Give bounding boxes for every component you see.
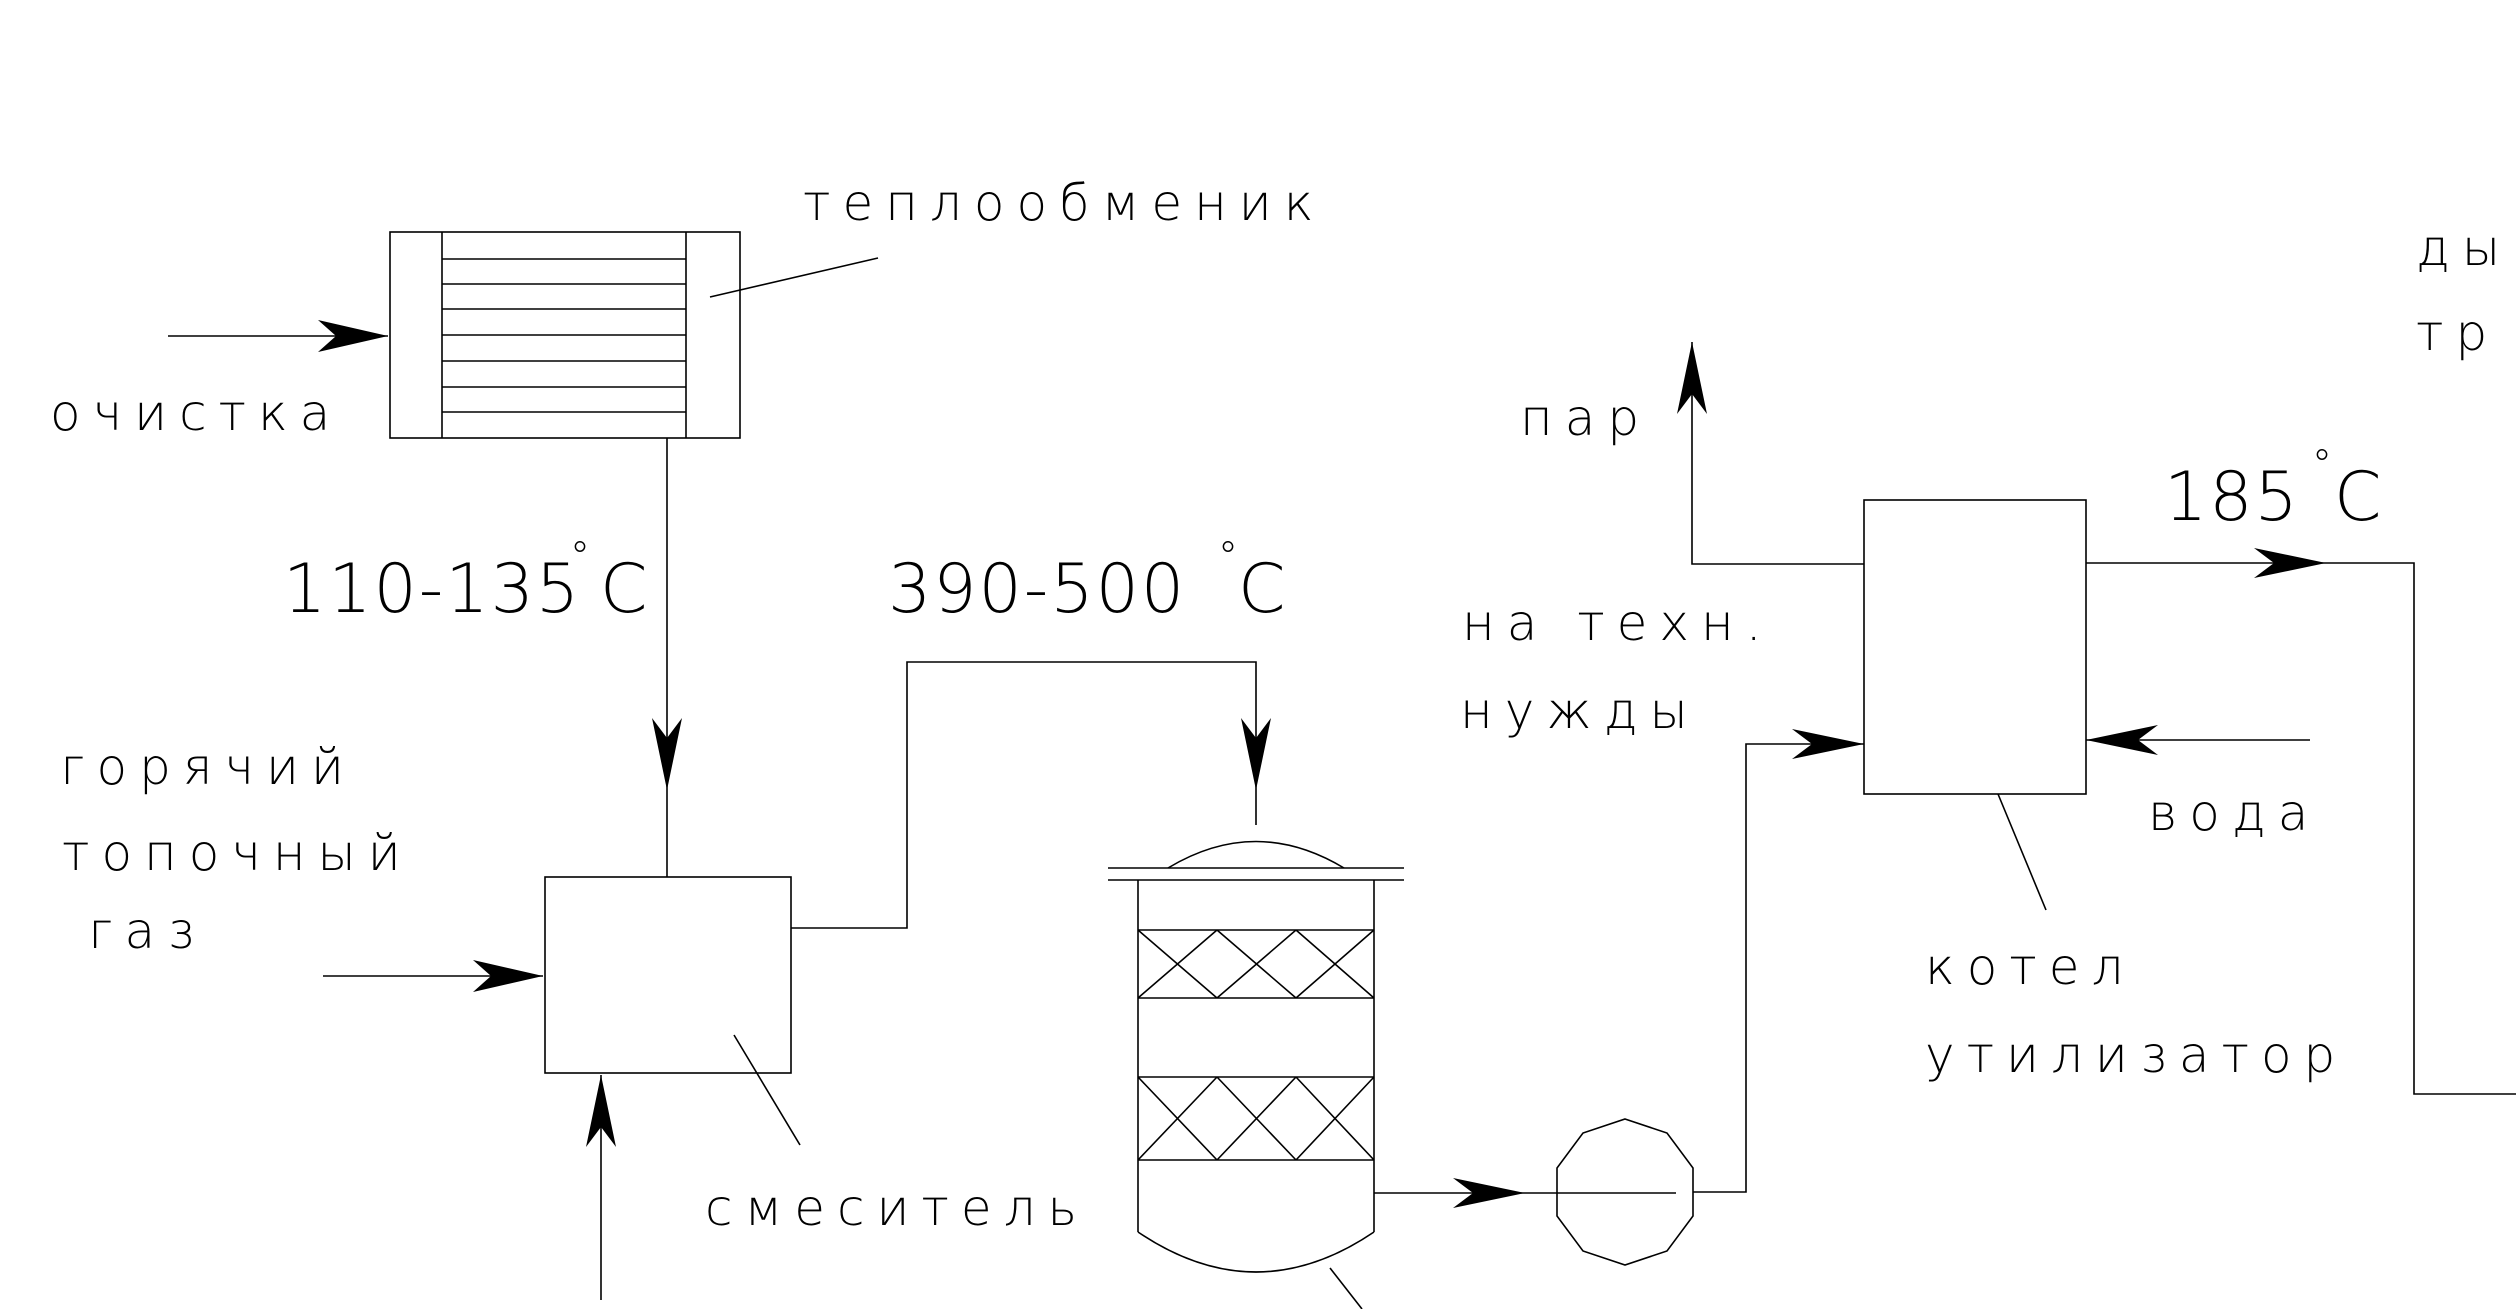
- temp-3-value: 185: [2164, 458, 2300, 537]
- heat-exchanger: [389, 231, 741, 439]
- temp-1-unit: C: [600, 550, 649, 629]
- chimney-label-line2: тр: [2416, 304, 2499, 362]
- reactor-to-pump-arrowhead: [1453, 1178, 1525, 1208]
- temp-3-degree: °: [2312, 442, 2332, 488]
- temp-1-degree: °: [570, 534, 590, 580]
- hot-flue-gas-line2: топочный: [62, 824, 413, 882]
- reactor-column: [1108, 840, 1404, 1273]
- heat-exchanger-leader: [709, 257, 879, 298]
- temp-2-value: 390-500: [888, 550, 1186, 629]
- pump-to-boiler-line: [1693, 743, 1864, 1193]
- boiler-to-chimney-arrowhead: [2254, 548, 2326, 578]
- cleaning-inlet-arrowhead: [318, 320, 388, 352]
- hx-to-mixer-arrowhead: [652, 718, 682, 790]
- pump-to-boiler-arrowhead: [1792, 729, 1864, 759]
- mixer-bottom-inlet-arrowhead: [586, 1075, 616, 1147]
- steam-outlet-line: [1691, 342, 1864, 565]
- hot-flue-gas-line3: газ: [88, 902, 206, 960]
- waste-heat-boiler: [1863, 499, 2087, 795]
- blower: [1556, 1118, 1694, 1266]
- steam-outlet-arrowhead: [1677, 342, 1707, 414]
- mixer-to-reactor-arrowhead: [1241, 718, 1271, 790]
- mixer: [544, 876, 792, 1074]
- tech-needs-line2: нужды: [1460, 682, 1700, 740]
- water-label: вода: [2148, 784, 2320, 842]
- temp-1-value: 110-135: [283, 550, 581, 629]
- reactor-leader: [1329, 1267, 1363, 1309]
- flue-gas-inlet-arrowhead: [473, 960, 543, 992]
- mixer-leader: [733, 1034, 801, 1146]
- boiler-leader: [1997, 793, 2047, 911]
- heat-exchanger-label: теплообменик: [803, 174, 1325, 232]
- hot-flue-gas-line1: горячий: [60, 738, 356, 796]
- mixer-to-reactor-line: [791, 661, 1257, 929]
- temp-3-unit: C: [2334, 458, 2383, 537]
- water-inlet-arrowhead: [2086, 725, 2158, 755]
- boiler-label-line1: котел: [1925, 938, 2135, 996]
- chimney-label-line1: ды: [2416, 219, 2512, 277]
- boiler-to-chimney-line: [2086, 562, 2516, 1095]
- temp-2-degree: °: [1218, 534, 1238, 580]
- tech-needs-line1: на техн.: [1462, 594, 1774, 652]
- cleaning-label: очистка: [50, 384, 342, 442]
- steam-label: пар: [1520, 389, 1651, 447]
- mixer-label: смеситель: [705, 1179, 1089, 1237]
- temp-2-unit: C: [1238, 550, 1287, 629]
- boiler-label-line2: утилизатор: [1925, 1026, 2347, 1084]
